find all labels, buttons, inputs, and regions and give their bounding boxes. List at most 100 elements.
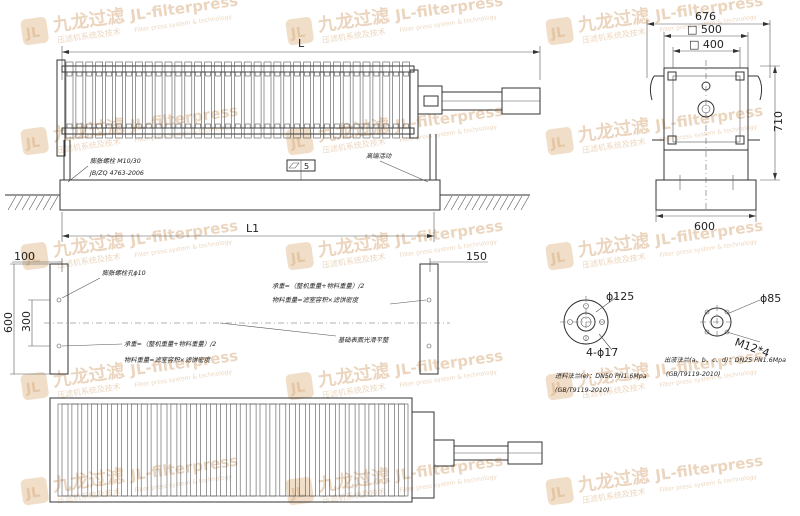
plate-handle (155, 123, 162, 129)
plate-handle (304, 71, 310, 77)
side-plate (115, 61, 123, 139)
hatch-line (471, 195, 481, 211)
dim-phi125: ϕ125 (606, 290, 634, 303)
plate-handle (185, 123, 192, 129)
plate-handle (324, 71, 330, 77)
watermark-logo (20, 242, 49, 271)
dim-100: 100 (14, 250, 35, 263)
plate-handle (353, 71, 360, 77)
top-plate (299, 403, 306, 497)
dim-L-label: L (298, 37, 305, 50)
plate-handle (106, 71, 112, 77)
top-plate (249, 403, 257, 497)
dim-sq400: □ 400 (689, 38, 724, 51)
dim-phi85: ϕ85 (760, 292, 781, 305)
top-plate (200, 403, 207, 497)
hatch-line (513, 195, 523, 211)
plate-handle (195, 123, 201, 129)
plate-handle (373, 123, 380, 129)
plate-handle (136, 123, 142, 129)
top-plate (220, 403, 227, 497)
watermark-logo-text: JL (24, 134, 41, 152)
note-material-bottom: 物料重量=滤室容积×滤饼密度 (124, 356, 212, 364)
plate-handle (235, 71, 241, 77)
watermark-logo (545, 17, 574, 46)
side-plate (105, 61, 113, 139)
plate-handle (145, 123, 152, 129)
plate-handle (126, 71, 132, 77)
top-plate (388, 403, 396, 497)
plate-handle (225, 71, 231, 77)
hatch-line (28, 195, 38, 211)
top-plate (239, 403, 247, 497)
hatch-line (450, 195, 460, 211)
note-load-bottom: 承重=（整机重量+物料重量）/2 (124, 340, 216, 348)
top-plate (81, 403, 89, 497)
plate-handle (363, 71, 370, 77)
hatch-line (478, 195, 488, 211)
plate-handle (294, 123, 301, 129)
hatch-line (42, 195, 52, 211)
side-plate (144, 61, 153, 139)
watermark-logo-text: JL (549, 484, 566, 502)
top-plate (358, 403, 366, 497)
top-plate (180, 403, 188, 497)
watermark-logo (20, 17, 49, 46)
hatch-line (35, 195, 45, 211)
hatch-line (14, 195, 24, 211)
plate-handle (76, 123, 83, 129)
watermark-logo (20, 127, 49, 156)
hatch-line (7, 195, 17, 211)
side-plate (204, 61, 212, 139)
plate-handle (116, 71, 122, 77)
plate-handle (264, 71, 271, 77)
side-plate (293, 61, 302, 139)
top-plate (160, 403, 168, 497)
side-plate (392, 61, 401, 139)
plate-handle (393, 71, 400, 77)
watermark-logo (20, 372, 49, 401)
plate-handle (155, 71, 162, 77)
side-plate (362, 61, 371, 139)
side-plate (154, 61, 163, 139)
top-plate (91, 403, 98, 497)
note-foundation: 基础表面光滑平整 (338, 336, 390, 344)
watermark-logo-text: JL (549, 249, 566, 267)
watermark-logo (20, 477, 49, 506)
top-plate (319, 403, 326, 497)
top-plate (131, 403, 138, 497)
plate-handle (145, 71, 152, 77)
side-plate (95, 61, 103, 139)
side-plate (164, 61, 173, 139)
side-plate (313, 61, 321, 139)
top-plate (111, 403, 118, 497)
top-plate (170, 403, 178, 497)
plate-handle (343, 71, 350, 77)
side-plate (283, 61, 292, 139)
watermark-logo (285, 17, 314, 46)
note-inlet-std: (GB/T9119-2010) (555, 387, 609, 394)
watermark-logo-text: JL (549, 134, 566, 152)
plate-handle (136, 71, 142, 77)
side-plate (263, 61, 272, 139)
plate-handle (333, 123, 340, 129)
plate-handle (333, 71, 340, 77)
note-inlet-flange: 进料法兰(e)：DN50 PN1.6Mpa (555, 372, 647, 380)
note-high-end: 高端活动 (366, 152, 392, 160)
foundation-plan-view: 100 150 600 300 膨胀螺栓孔ϕ10 承重=（整机重量+物料重量）/… (2, 250, 488, 375)
watermark-logo-text: JL (289, 24, 306, 42)
side-plate (372, 61, 381, 139)
plate-handle (393, 123, 400, 129)
plate-handle (383, 71, 390, 77)
side-plate (303, 61, 311, 139)
top-plate (140, 403, 148, 497)
